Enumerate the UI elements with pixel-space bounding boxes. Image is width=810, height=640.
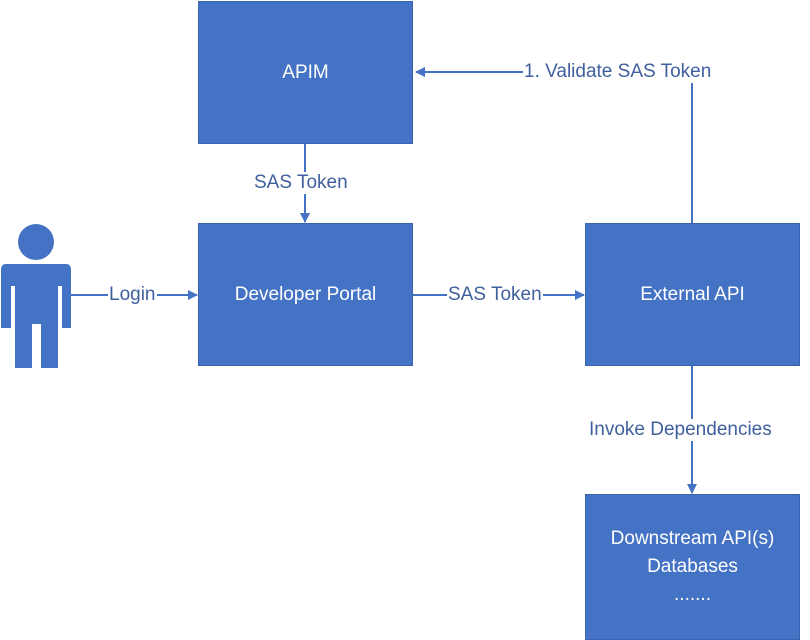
person-icon	[1, 224, 71, 368]
validate-edge-label: 1. Validate SAS Token	[523, 61, 713, 83]
downstream-node[interactable]: Downstream API(s) Databases .......	[585, 494, 800, 640]
databases-label: Databases	[647, 556, 738, 577]
portal-external-edge-label: SAS Token	[447, 284, 543, 306]
apim-label: APIM	[282, 61, 329, 83]
login-edge-label: Login	[108, 284, 157, 306]
validate-arrow	[415, 67, 693, 223]
developer-portal-label: Developer Portal	[234, 283, 377, 305]
invoke-edge-label: Invoke Dependencies	[588, 419, 773, 441]
developer-portal-node[interactable]: Developer Portal	[198, 223, 413, 366]
external-api-node[interactable]: External API	[585, 223, 800, 366]
apim-portal-edge-label: SAS Token	[253, 172, 349, 194]
ellipsis-label: .......	[674, 584, 711, 605]
apim-node[interactable]: APIM	[198, 1, 413, 144]
downstream-apis-label: Downstream API(s)	[610, 528, 775, 549]
external-api-label: External API	[640, 283, 745, 305]
